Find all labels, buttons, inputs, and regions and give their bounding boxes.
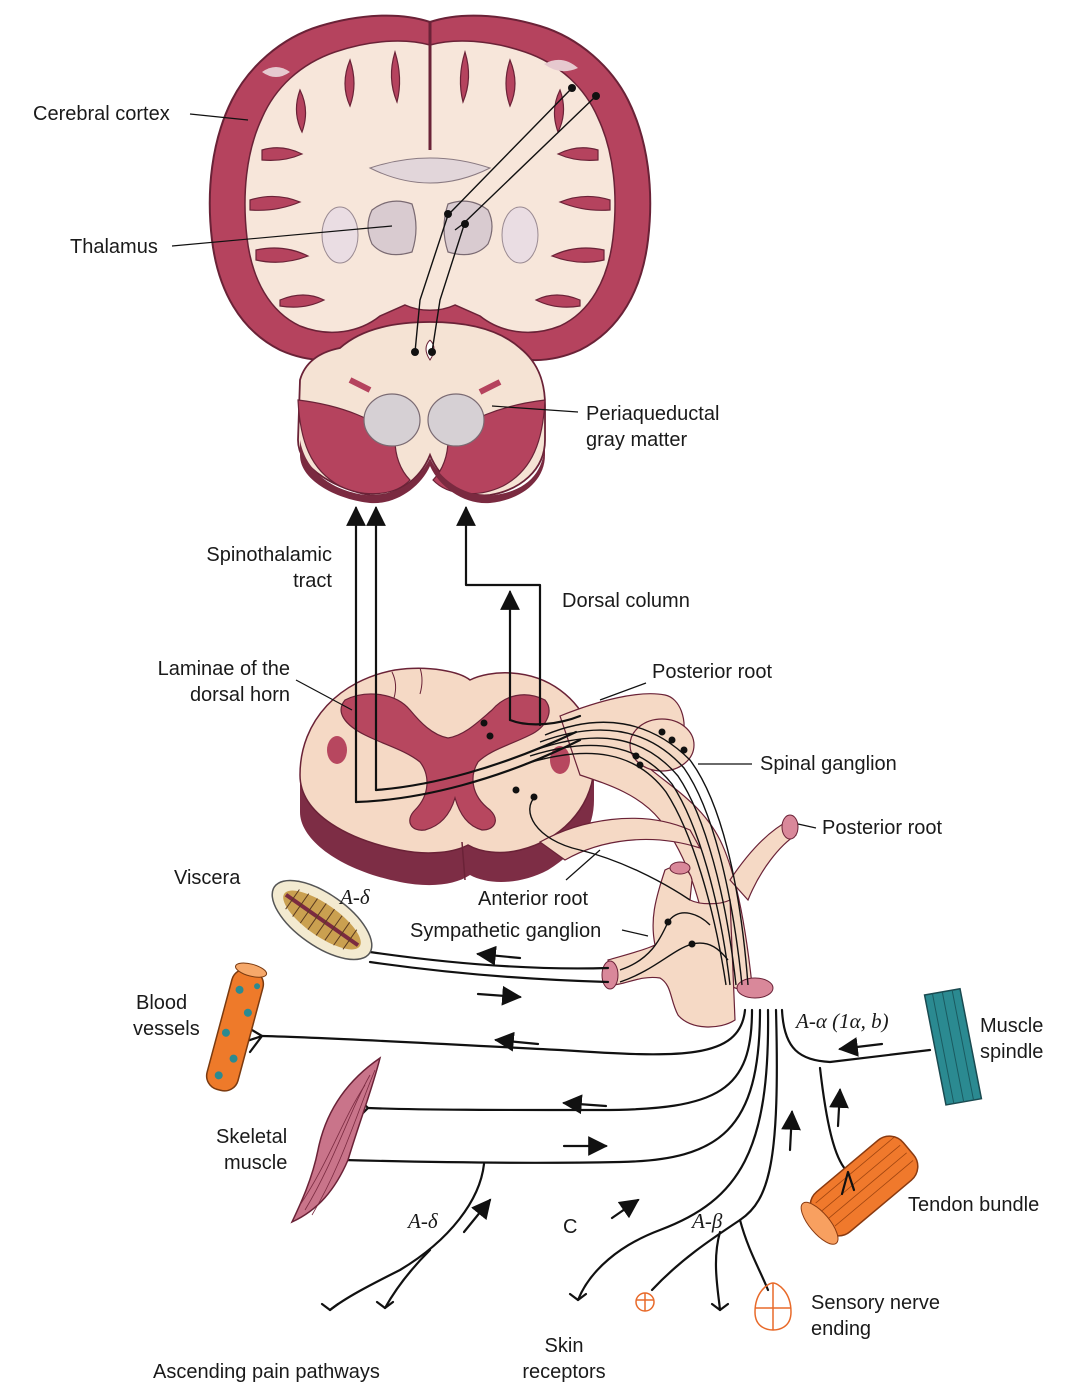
muscle-spindle	[923, 987, 983, 1106]
peripheral-nerves	[230, 945, 932, 1312]
label-viscera: Viscera	[174, 867, 241, 889]
brain-coronal-section	[208, 14, 652, 361]
ascending-tracts-brain	[411, 84, 600, 356]
label-muscle-spindle-2: spindle	[980, 1041, 1043, 1063]
label-fiber-a-delta-skin: A-δ	[406, 1209, 439, 1233]
sympathetic-ganglion-shape	[607, 866, 736, 1028]
thalamus-left	[367, 200, 417, 256]
tendon-nerve-ending	[840, 1170, 856, 1196]
viscera-organ	[271, 879, 373, 961]
periaqueductal-left	[363, 393, 421, 447]
sensory-receptors	[635, 1282, 792, 1331]
label-fiber-c: C	[563, 1216, 577, 1238]
label-fiber-a-beta: A-β	[690, 1209, 723, 1233]
blood-vessel	[205, 962, 268, 1092]
label-cerebral-cortex: Cerebral cortex	[33, 103, 170, 125]
label-sensory-ending-2: ending	[811, 1318, 871, 1340]
spinal-cord-section	[299, 667, 596, 886]
label-tendon-bundle: Tendon bundle	[908, 1194, 1039, 1216]
label-laminae-1: Laminae of the	[158, 658, 290, 680]
label-periaqueductal-2: gray matter	[586, 429, 687, 451]
label-blood-vessels-2: vessels	[133, 1018, 200, 1040]
labels: Cerebral cortex Thalamus Periaqueductal …	[33, 103, 1043, 1383]
periaqueductal-right	[427, 393, 485, 447]
label-fiber-a-alpha: A-α (1α, b)	[794, 1009, 889, 1033]
tendon-bundle	[800, 1135, 919, 1245]
label-spinal-ganglion: Spinal ganglion	[760, 753, 897, 775]
leader-lines	[171, 113, 817, 937]
label-muscle-spindle-1: Muscle	[980, 1015, 1043, 1037]
gray-matter	[340, 693, 550, 831]
label-fiber-a-delta-viscera: A-δ	[338, 885, 371, 909]
receptor-large	[754, 1282, 792, 1331]
label-skin-receptors-1: Skin	[545, 1335, 584, 1357]
label-spinothalamic-1: Spinothalamic	[206, 544, 332, 566]
label-periaqueductal-1: Periaqueductal	[586, 403, 719, 425]
label-skeletal-muscle-1: Skeletal	[216, 1126, 287, 1148]
label-dorsal-column: Dorsal column	[562, 590, 690, 612]
label-skin-receptors-2: receptors	[522, 1361, 605, 1383]
label-sensory-ending-1: Sensory nerve	[811, 1292, 940, 1314]
label-skeletal-muscle-2: muscle	[224, 1152, 287, 1174]
label-posterior-root-top: Posterior root	[652, 661, 772, 683]
skeletal-muscle	[290, 1056, 382, 1224]
sympathetic-fibers	[619, 912, 729, 983]
thalamus-right	[443, 200, 493, 256]
label-anterior-root: Anterior root	[478, 888, 588, 910]
spinal-ganglion-shape	[629, 718, 695, 772]
receptor-small	[635, 1292, 655, 1312]
label-sympathetic-ganglion: Sympathetic ganglion	[410, 920, 601, 942]
label-blood-vessels-1: Blood	[136, 992, 187, 1014]
label-thalamus: Thalamus	[70, 236, 158, 258]
label-ascending-pathways: Ascending pain pathways	[153, 1361, 380, 1383]
ascending-tract-lines	[346, 506, 691, 901]
label-posterior-root-right: Posterior root	[822, 817, 942, 839]
midbrain-section	[297, 321, 546, 504]
label-spinothalamic-2: tract	[293, 570, 332, 592]
label-laminae-2: dorsal horn	[190, 684, 290, 706]
